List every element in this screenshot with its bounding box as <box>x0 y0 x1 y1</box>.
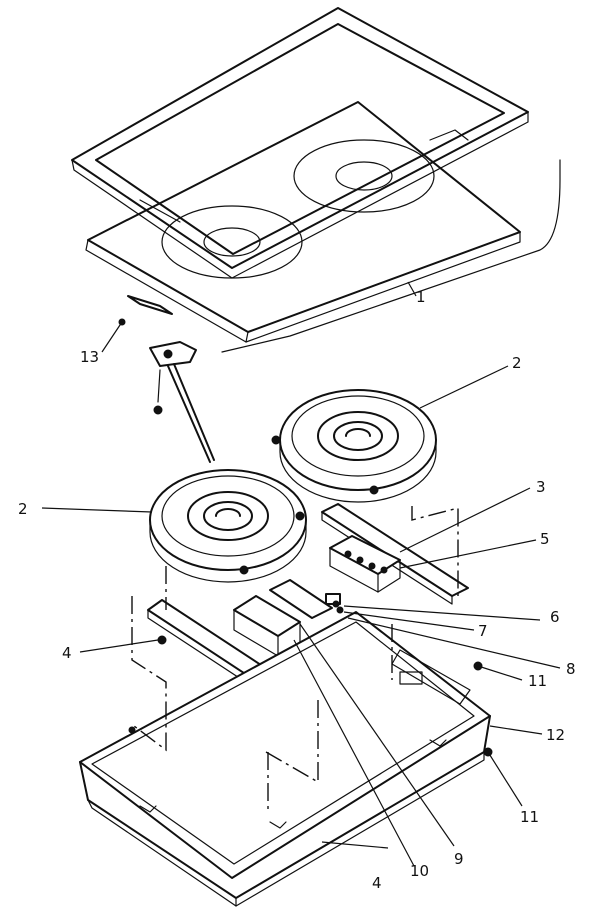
assembly-lines <box>131 506 459 814</box>
callout-4-left: 4 <box>62 644 72 662</box>
callout-5: 5 <box>540 530 550 548</box>
callout-12: 12 <box>546 726 565 744</box>
callout-1: 1 <box>416 288 426 306</box>
base-pan <box>79 611 493 907</box>
callout-8: 8 <box>566 660 576 678</box>
callout-2-right: 2 <box>512 354 522 372</box>
callout-2-left: 2 <box>18 500 28 518</box>
terminal-block <box>329 535 401 593</box>
callout-9: 9 <box>454 850 464 868</box>
callout-labels: 1 2 2 3 4 4 5 6 7 8 9 10 11 11 12 13 <box>18 288 576 892</box>
sensor-probe <box>149 341 215 463</box>
small-bracket <box>127 295 173 315</box>
callout-4-bottom: 4 <box>372 874 382 892</box>
small-components <box>325 593 344 614</box>
limiter-box <box>233 579 333 657</box>
glass-burner-pattern-right <box>293 139 435 213</box>
cooktop-glass-assembly <box>71 7 561 353</box>
callout-3: 3 <box>536 478 546 496</box>
pan-rim <box>79 611 491 879</box>
radiant-element-right <box>271 389 437 503</box>
callout-11-lower: 11 <box>520 808 539 826</box>
callout-11-upper: 11 <box>528 672 547 690</box>
leader-lines <box>41 281 561 867</box>
callout-10: 10 <box>410 862 429 880</box>
radiant-element-left <box>149 469 307 583</box>
callout-7: 7 <box>478 622 488 640</box>
callout-6: 6 <box>550 608 560 626</box>
callout-13: 13 <box>80 348 99 366</box>
